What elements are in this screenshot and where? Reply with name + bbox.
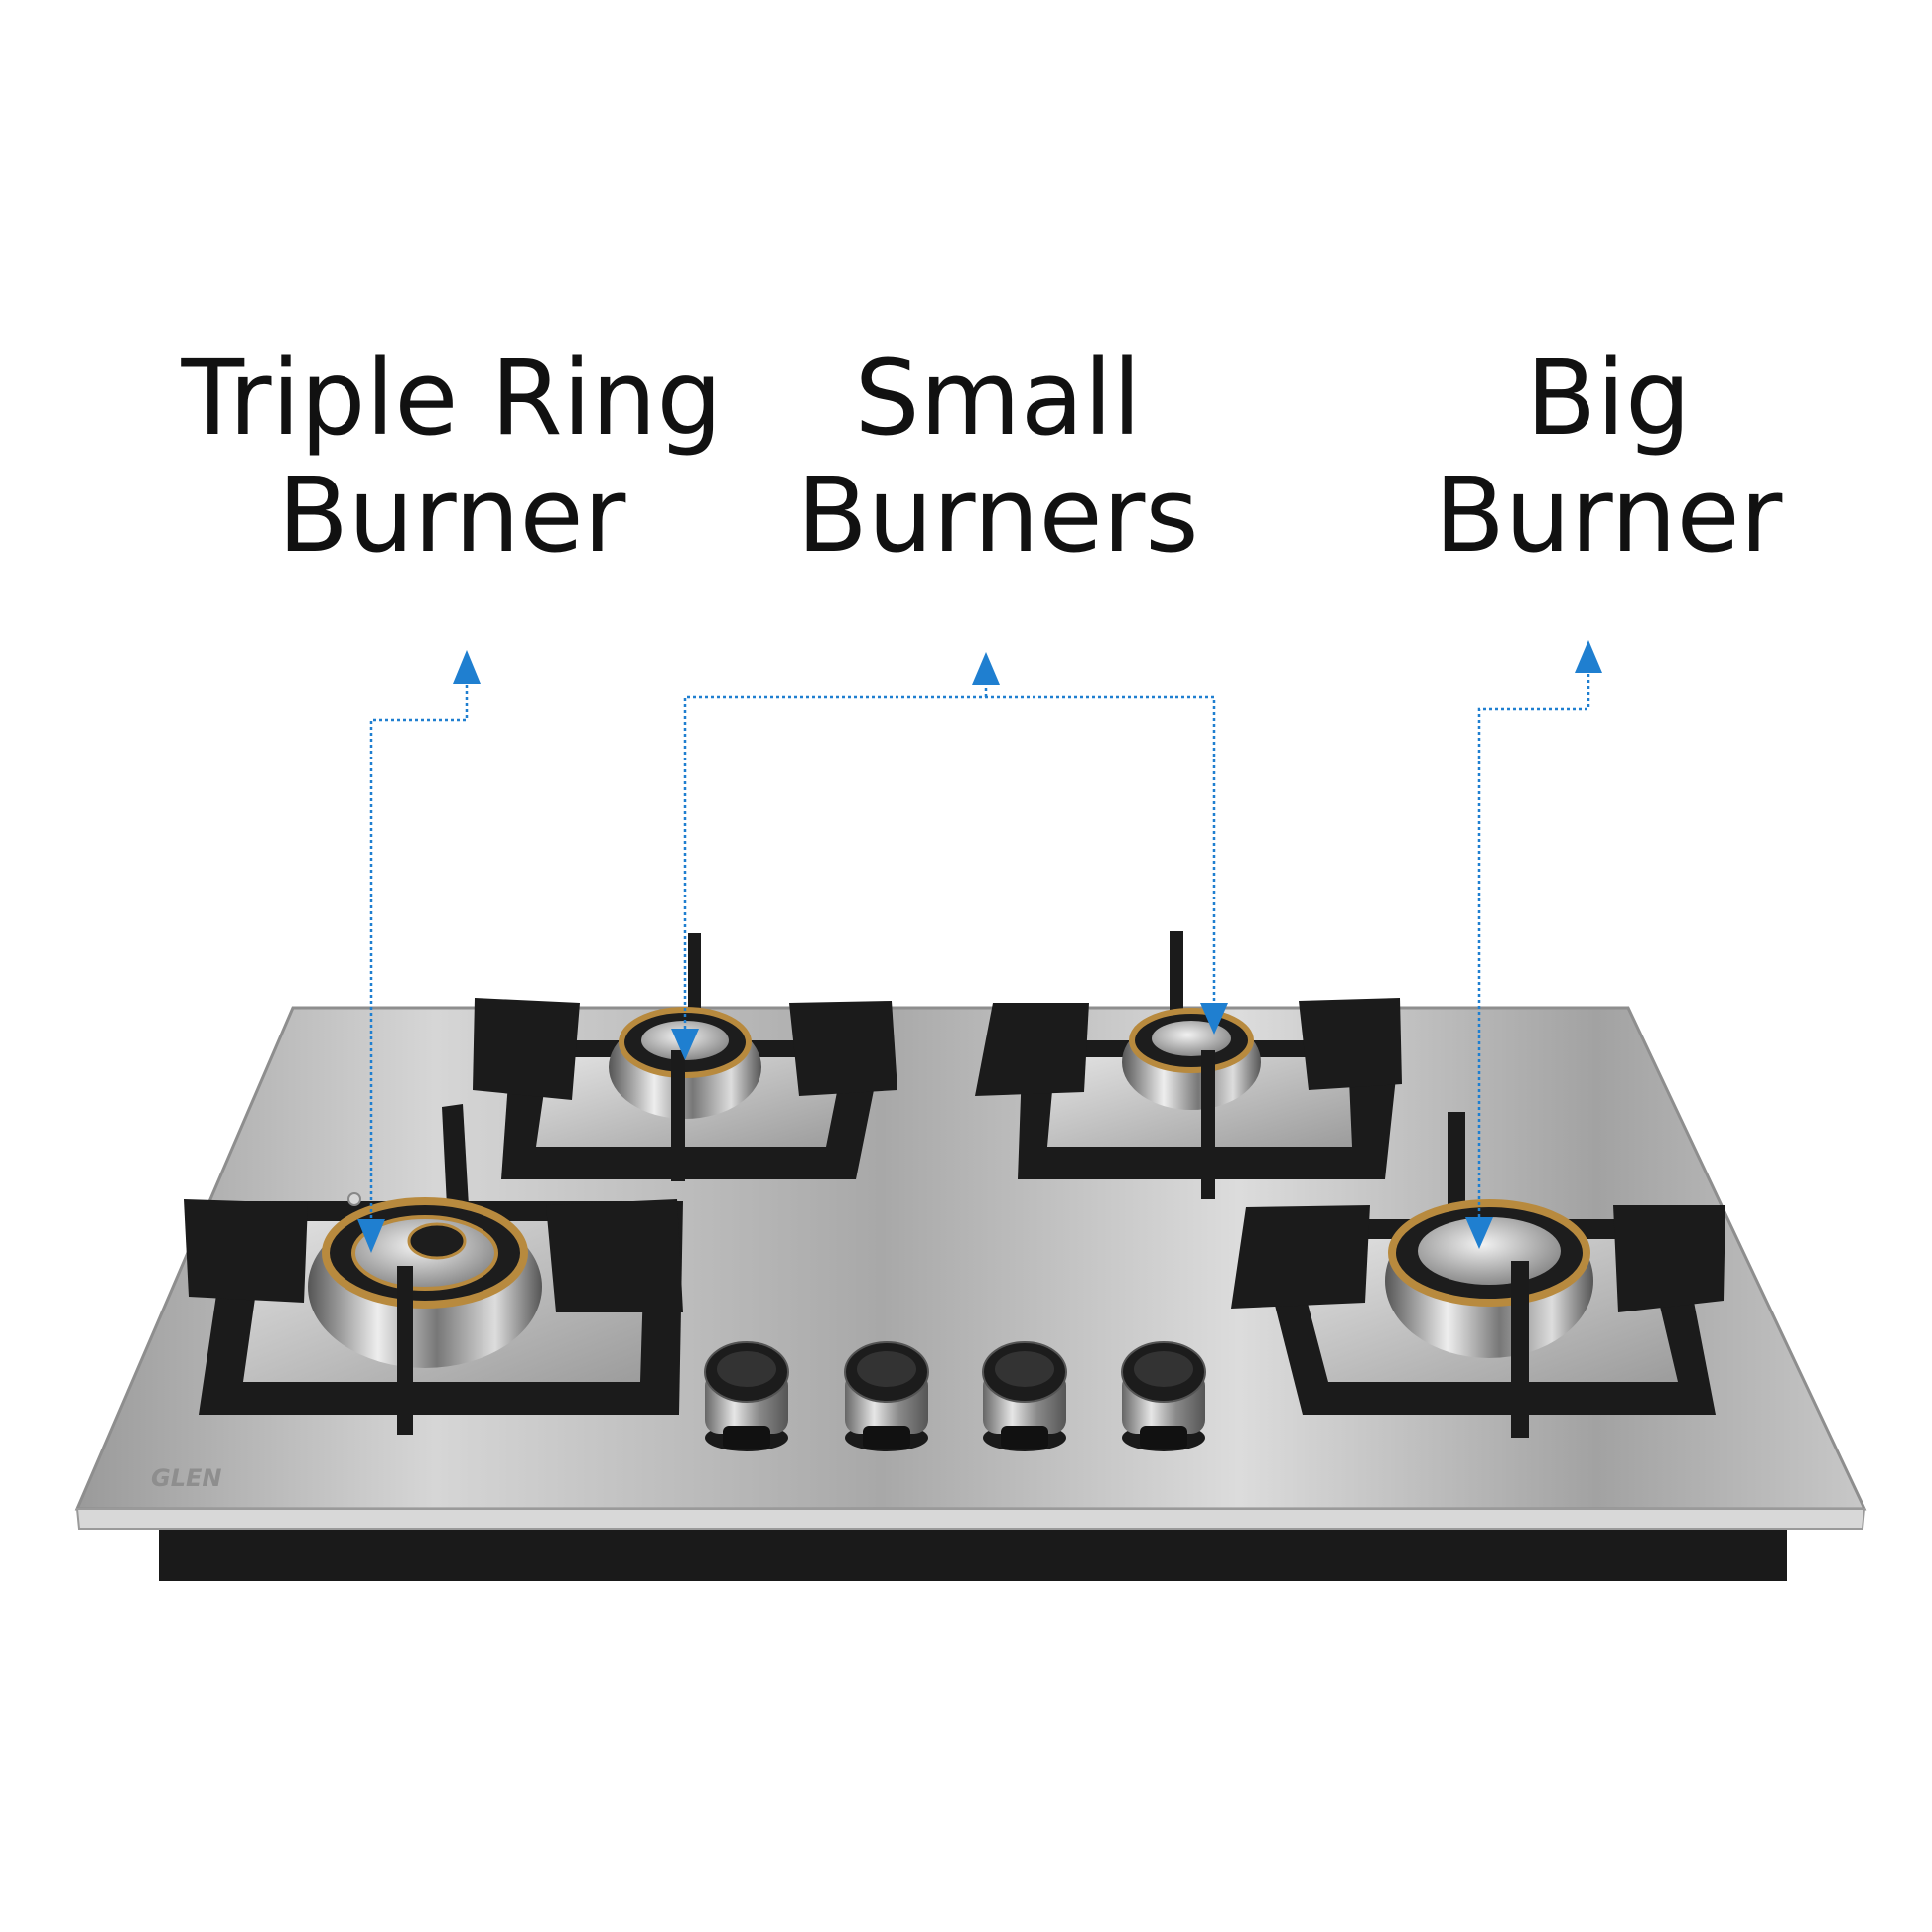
pan-support-arm [1299, 998, 1402, 1090]
pan-support-arm [671, 1050, 685, 1181]
arrow-up-icon [453, 650, 481, 684]
triple-ring-burner-label: Triple Ring Burner [119, 340, 784, 574]
callout-small-burner-left [683, 695, 1216, 1040]
knob-3[interactable] [982, 1341, 1067, 1451]
small-burners-label-line1: Small [854, 338, 1142, 459]
small-burner-back-right [975, 931, 1402, 1199]
burner-center-cap [407, 1222, 467, 1260]
triple-ring-burner [184, 1104, 683, 1435]
triple-ring-burner-label-line2: Burner [277, 455, 626, 576]
arrow-up-icon [1575, 640, 1602, 673]
triple-ring-burner-label-line1: Triple Ring [181, 338, 723, 459]
pan-support-arm [1613, 1205, 1725, 1312]
pan-support-arm [184, 1199, 308, 1303]
big-burner-label-line2: Burner [1434, 455, 1783, 576]
arrow-down-icon [357, 1219, 385, 1253]
ignition-electrode [347, 1192, 361, 1206]
pan-support-arm [1201, 1050, 1215, 1199]
pan-support-arm [789, 1001, 897, 1096]
callout-big-burner [1477, 655, 1590, 1241]
arrow-down-icon [1465, 1217, 1493, 1249]
burner-cap [1418, 1217, 1561, 1285]
small-burners-label-line2: Burners [796, 455, 1199, 576]
pan-support-arm [1170, 931, 1183, 1023]
pan-support-arm [1231, 1205, 1370, 1309]
big-burner-label: Big Burner [1400, 340, 1817, 574]
pan-support-arm [546, 1199, 683, 1312]
hob-base-shadow [159, 1521, 1787, 1581]
burner-cap [1152, 1021, 1231, 1056]
steel-front-edge [75, 1508, 1866, 1530]
callout-triple-ring [369, 663, 469, 1236]
brand-logo: GLEN [151, 1464, 221, 1492]
arrow-down-icon [671, 1029, 699, 1060]
pan-support-arm [1511, 1261, 1529, 1438]
control-knobs [704, 1341, 1206, 1451]
arrow-up-icon [972, 652, 1000, 685]
pan-support-arm [442, 1104, 469, 1206]
big-burner-label-line1: Big [1525, 338, 1692, 459]
arrow-down-icon [1200, 1003, 1228, 1035]
knob-1[interactable] [704, 1341, 789, 1451]
pan-support-arm [473, 998, 580, 1100]
pan-support-arm [688, 933, 701, 1025]
knob-4[interactable] [1121, 1341, 1206, 1451]
pan-support-arm [397, 1266, 413, 1435]
pan-support-arm [1448, 1112, 1465, 1207]
pan-support-arm [975, 1003, 1089, 1096]
small-burner-back-left [473, 933, 897, 1181]
arrow-heads [357, 640, 1602, 1253]
big-burner [1231, 1112, 1725, 1438]
small-burners-label: Small Burners [764, 340, 1231, 574]
knob-2[interactable] [844, 1341, 929, 1451]
